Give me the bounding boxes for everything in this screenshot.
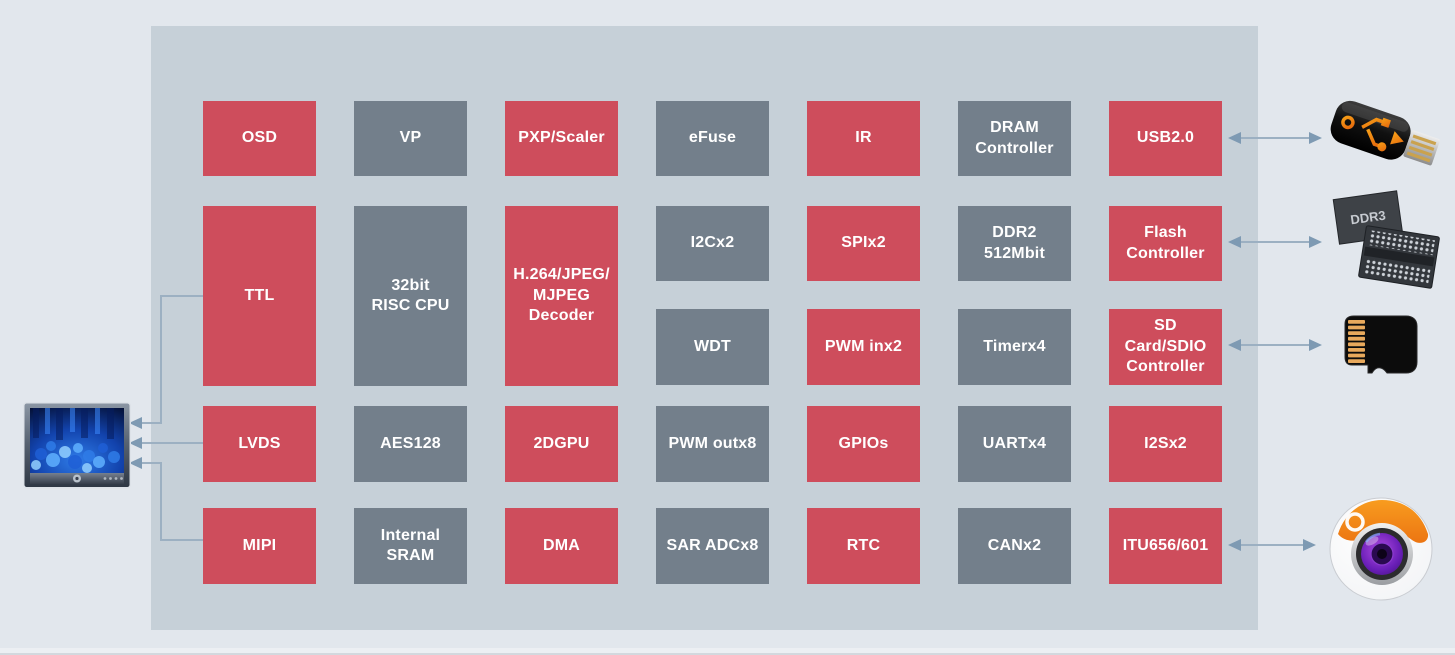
arrowhead-sd-right	[1309, 339, 1322, 351]
camera-icon	[1329, 497, 1433, 601]
block-dma: DMA	[505, 508, 618, 584]
block-rtc: RTC	[807, 508, 920, 584]
block-mipi: MIPI	[203, 508, 316, 584]
block-vp: VP	[354, 101, 467, 176]
bottom-edge	[0, 648, 1455, 655]
arrowhead-flash-right	[1309, 236, 1322, 248]
block-pwm-out: PWM outx8	[656, 406, 769, 482]
block-can: CANx2	[958, 508, 1071, 584]
arrowhead-camera-right	[1303, 539, 1316, 551]
block-internal-sram: Internal SRAM	[354, 508, 467, 584]
block-flash-controller: Flash Controller	[1109, 206, 1222, 281]
usb-flash-drive-icon	[1330, 100, 1440, 166]
ddr3-memory-chips-icon: DDR3	[1332, 190, 1440, 289]
block-lvds: LVDS	[203, 406, 316, 482]
micro-sd-card-icon	[1344, 315, 1418, 374]
block-ttl: TTL	[203, 206, 316, 386]
block-i2s: I2Sx2	[1109, 406, 1222, 482]
svg-text:DDR3: DDR3	[1349, 208, 1386, 228]
block-spi: SPIx2	[807, 206, 920, 281]
block-pxp-scaler: PXP/Scaler	[505, 101, 618, 176]
block-risc-cpu: 32bit RISC CPU	[354, 206, 467, 386]
block-gpios: GPIOs	[807, 406, 920, 482]
block-h264-decoder: H.264/JPEG/ MJPEG Decoder	[505, 206, 618, 386]
block-dram-controller: DRAM Controller	[958, 101, 1071, 176]
arrowhead-usb-right	[1309, 132, 1322, 144]
block-usb2-0: USB2.0	[1109, 101, 1222, 176]
block-i2c: I2Cx2	[656, 206, 769, 281]
block-wdt: WDT	[656, 309, 769, 385]
block-efuse: eFuse	[656, 101, 769, 176]
block-timer: Timerx4	[958, 309, 1071, 385]
lcd-monitor-icon	[23, 402, 131, 489]
block-ddr2: DDR2 512Mbit	[958, 206, 1071, 281]
block-aes128: AES128	[354, 406, 467, 482]
block-ir: IR	[807, 101, 920, 176]
block-sd-sdio-controller: SD Card/SDIO Controller	[1109, 309, 1222, 385]
block-osd: OSD	[203, 101, 316, 176]
block-sar-adc: SAR ADCx8	[656, 508, 769, 584]
block-uart: UARTx4	[958, 406, 1071, 482]
block-itu656-601: ITU656/601	[1109, 508, 1222, 584]
block-2dgpu: 2DGPU	[505, 406, 618, 482]
block-pwm-in: PWM inx2	[807, 309, 920, 385]
